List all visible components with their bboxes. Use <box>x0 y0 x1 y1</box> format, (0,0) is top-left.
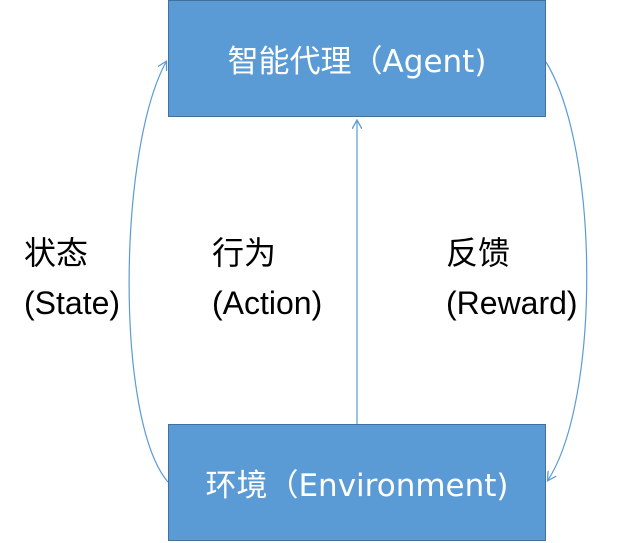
state-label-en: (State) <box>24 285 121 321</box>
state-label-zh: 状态 <box>24 235 89 271</box>
reward-label-zh: 反馈 <box>446 235 511 271</box>
reward-arrow <box>545 61 588 480</box>
state-label: 状态 (State) <box>24 228 120 328</box>
reward-label-en: (Reward) <box>446 285 578 321</box>
action-label-en: (Action) <box>212 285 323 321</box>
reward-label: 反馈 (Reward) <box>446 228 578 328</box>
action-label: 行为 (Action) <box>212 228 322 328</box>
agent-box: 智能代理（Agent) <box>168 0 546 117</box>
environment-label: 环境（Environment) <box>205 468 509 504</box>
action-label-zh: 行为 <box>212 235 277 271</box>
environment-box: 环境（Environment) <box>168 424 546 541</box>
state-arrow <box>128 62 169 483</box>
agent-label: 智能代理（Agent) <box>227 44 487 80</box>
